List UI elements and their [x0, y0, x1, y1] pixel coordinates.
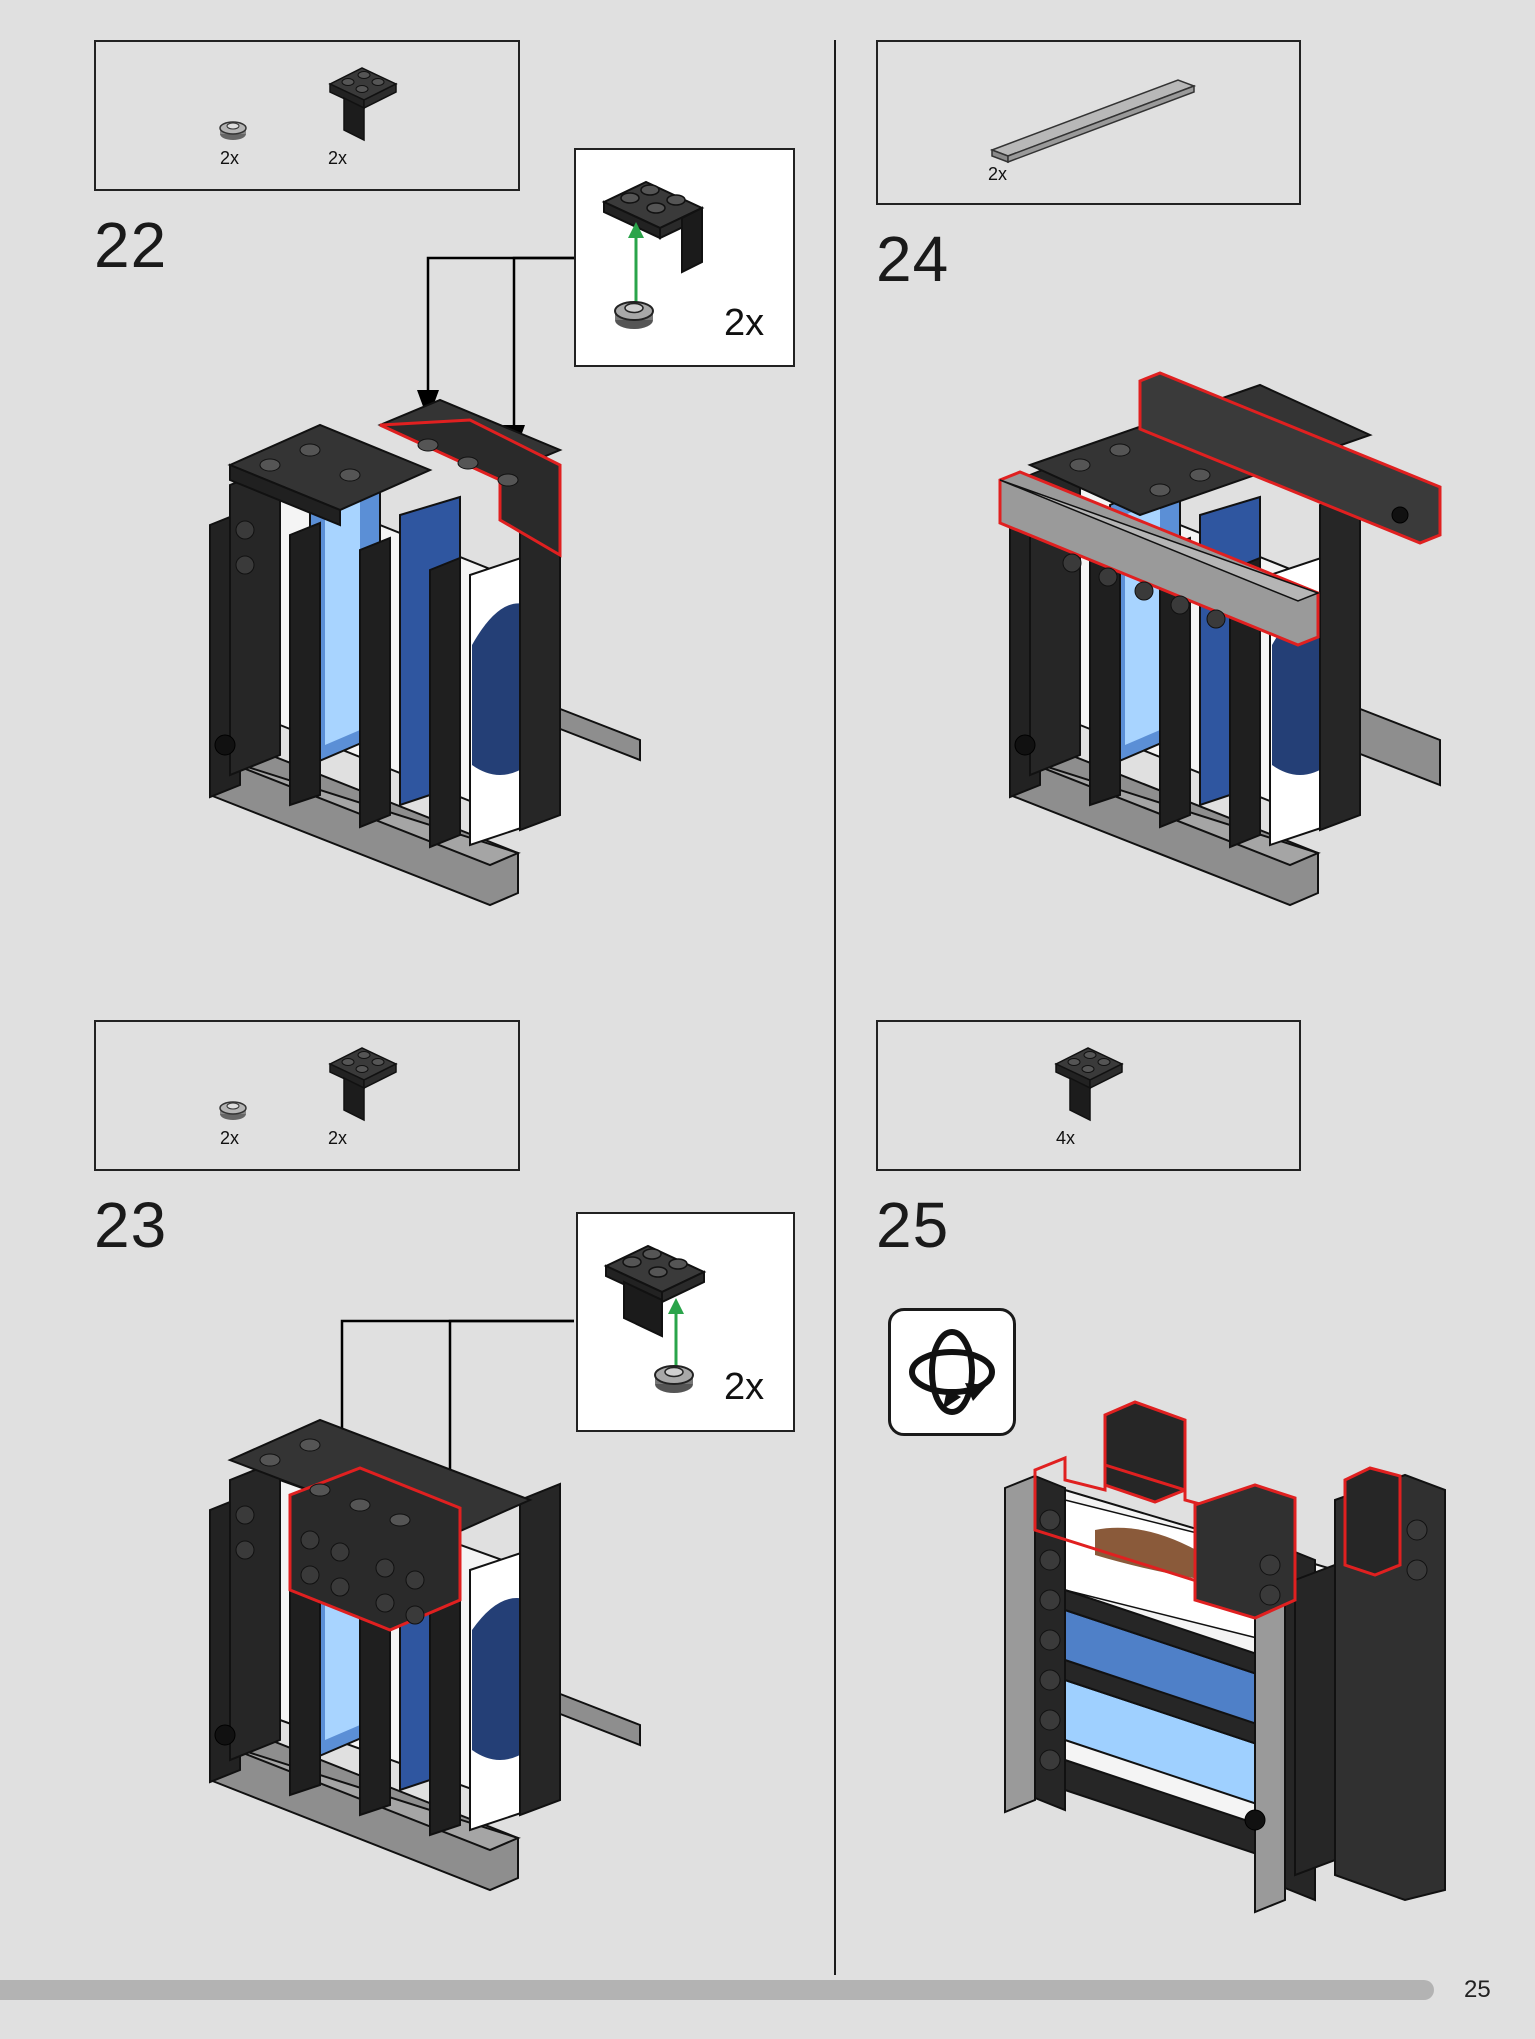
- page-number: 25: [1464, 1976, 1491, 2004]
- step-23-parts-box: 2x 2x: [94, 1020, 520, 1171]
- step-24-parts-box: 2x: [876, 40, 1301, 205]
- bracket-icon: [1052, 1044, 1124, 1124]
- step-25-model: [1005, 1380, 1455, 1900]
- step-number: 23: [94, 1188, 167, 1262]
- step-24-model: [1000, 375, 1460, 905]
- bracket-icon: [326, 1044, 398, 1124]
- part-qty: 2x: [328, 1128, 347, 1149]
- progress-bar: [0, 1980, 1434, 2000]
- part-qty: 2x: [220, 1128, 239, 1149]
- tile-icon: [988, 64, 1198, 164]
- round-plate-icon: [652, 1360, 696, 1396]
- step-22-model: [200, 385, 650, 905]
- rotate-arrows-icon: [903, 1323, 1001, 1421]
- insert-arrow: [666, 1296, 686, 1366]
- bracket-icon: [600, 1236, 710, 1346]
- column-divider: [834, 40, 836, 1975]
- part-qty: 2x: [988, 164, 1007, 185]
- step-23-model: [200, 1390, 650, 1890]
- step-25-parts-box: 4x: [876, 1020, 1301, 1171]
- step-number: 24: [876, 222, 949, 296]
- step-number: 25: [876, 1188, 949, 1262]
- callout-qty: 2x: [724, 1366, 764, 1409]
- part-qty: 4x: [1056, 1128, 1075, 1149]
- rotate-model-icon: [888, 1308, 1016, 1436]
- round-plate-icon: [218, 1098, 248, 1122]
